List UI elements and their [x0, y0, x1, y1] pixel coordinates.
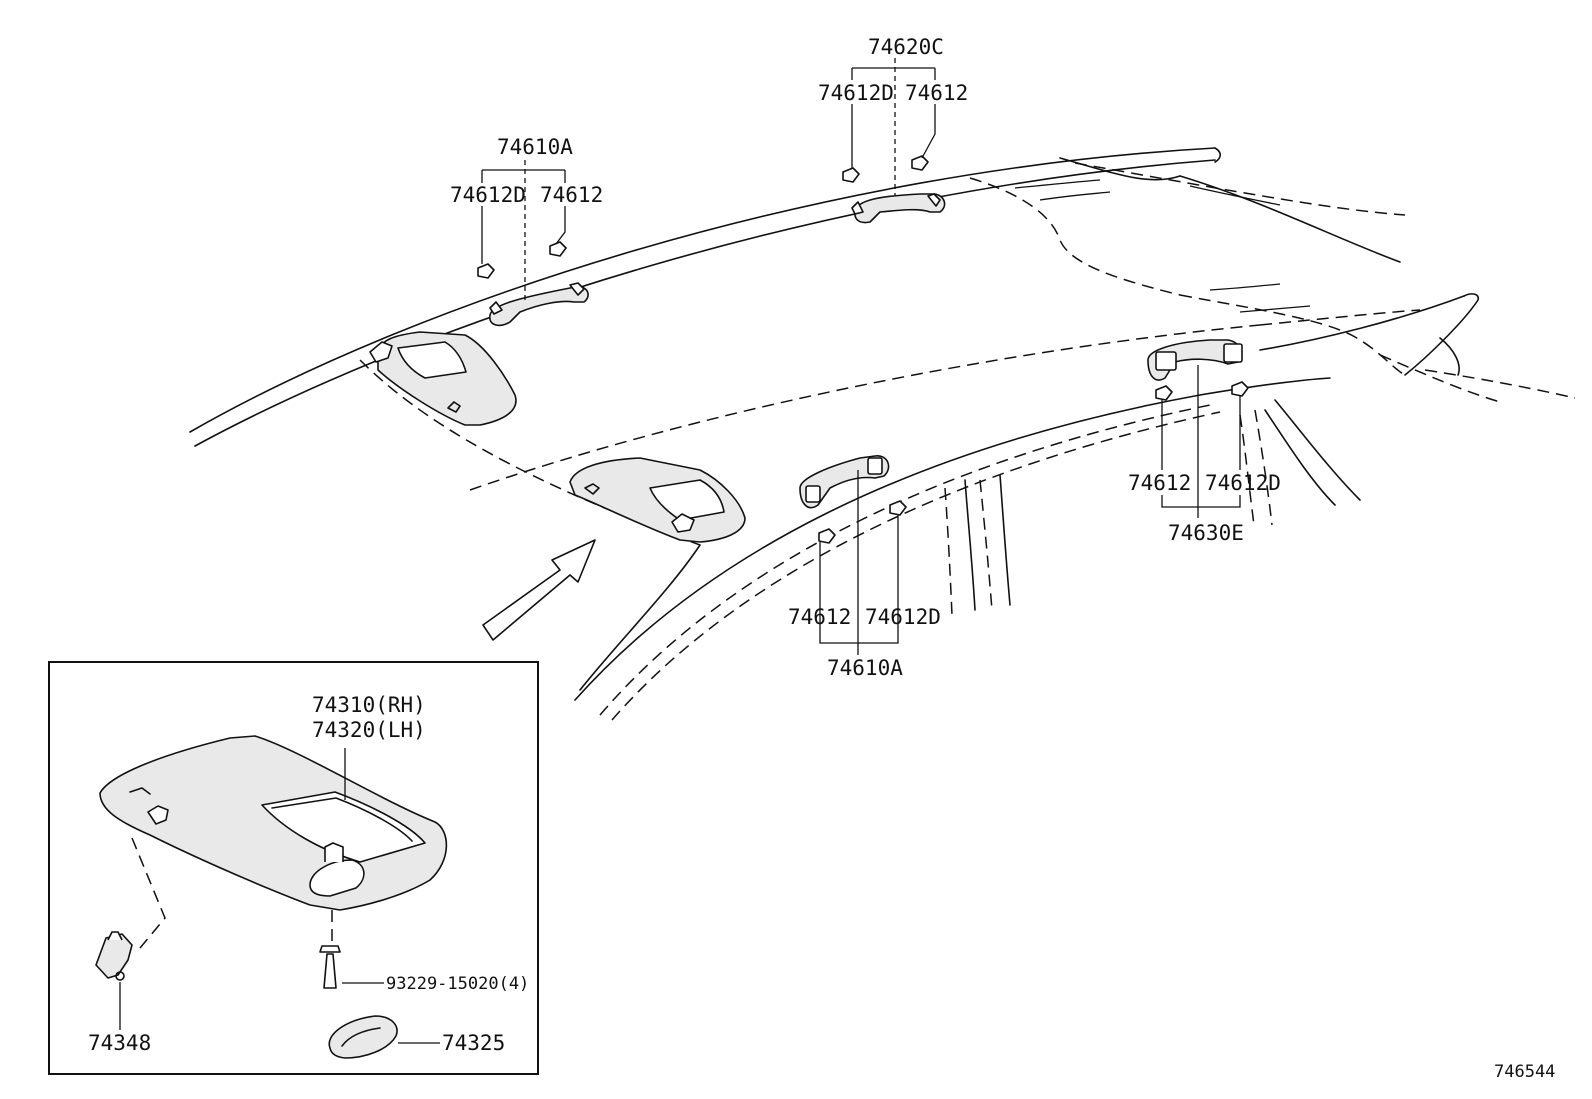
- assist-grip-left: [489, 282, 589, 327]
- right-sun-visor: [569, 457, 746, 543]
- label-74320LH: 74320(LH): [312, 718, 426, 742]
- label-74325: 74325: [442, 1031, 505, 1055]
- label-rear-74612D: 74612D: [1205, 471, 1281, 495]
- roof-outline: [189, 147, 1576, 721]
- label-left-74612: 74612: [540, 183, 603, 207]
- label-74310RH: 74310(RH): [312, 693, 426, 717]
- label-top-74612D: 74612D: [818, 81, 894, 105]
- label-center-74610A: 74610A: [827, 656, 903, 680]
- clips: [477, 155, 1249, 544]
- label-rear-74612: 74612: [1128, 471, 1191, 495]
- diagram-number: 746544: [1494, 1062, 1555, 1082]
- label-center-74612D: 74612D: [865, 605, 941, 629]
- label-74630E: 74630E: [1168, 521, 1244, 545]
- label-74348: 74348: [88, 1031, 151, 1055]
- label-93229-15020: 93229-15020(4): [386, 974, 529, 994]
- label-left-74612D: 74612D: [450, 183, 526, 207]
- label-74620C: 74620C: [868, 35, 944, 59]
- assist-grip-top: [851, 193, 946, 224]
- left-sun-visor: [369, 331, 517, 426]
- view-arrow: [482, 539, 596, 641]
- assist-grip-center: [799, 455, 890, 509]
- detail-inset: [48, 661, 539, 1075]
- assist-grip-rear: [1147, 339, 1243, 381]
- label-center-74612: 74612: [788, 605, 851, 629]
- leader-lines: [481, 58, 1241, 655]
- label-left-74610A: 74610A: [497, 135, 573, 159]
- label-top-74612: 74612: [905, 81, 968, 105]
- part-labels: 74620C 74612D 74612 74610A 74612D 74612 …: [88, 35, 1555, 1082]
